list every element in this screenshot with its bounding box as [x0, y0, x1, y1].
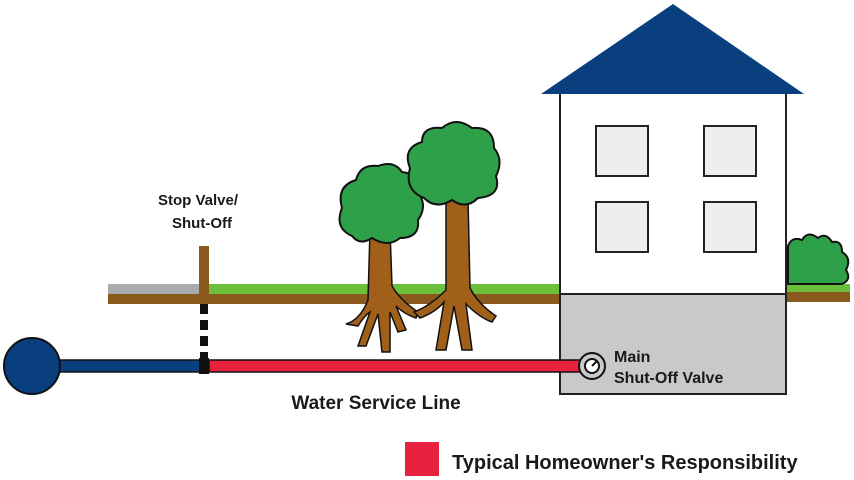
- bush: [787, 233, 850, 285]
- window-top-right: [703, 125, 757, 177]
- soil-left: [108, 294, 560, 304]
- window-top-left: [595, 125, 649, 177]
- soil-right: [786, 292, 850, 302]
- stop-valve-riser: [200, 304, 208, 360]
- main-shutoff-valve-icon: [578, 352, 606, 380]
- stop-valve-label-line2: Shut-Off: [172, 215, 233, 232]
- tree-right: [406, 121, 501, 351]
- utility-pipe: [39, 359, 205, 373]
- main-valve-label-line1: Main: [614, 349, 650, 366]
- main-valve-label-line2: Shut-Off Valve: [614, 370, 723, 387]
- stop-valve-junction: [199, 358, 209, 374]
- legend-label: Typical Homeowner's Responsibility: [452, 452, 798, 474]
- sidewalk: [108, 284, 204, 294]
- grass-right: [786, 284, 850, 292]
- legend-swatch: [405, 442, 439, 476]
- stop-valve-label-line1: Stop Valve/: [158, 192, 239, 209]
- stop-valve-post: [199, 246, 209, 294]
- window-bottom-left: [595, 201, 649, 253]
- house-body: [559, 91, 787, 295]
- water-main: [3, 337, 61, 395]
- tree-left: [338, 163, 424, 353]
- homeowner-pipe: [208, 359, 586, 373]
- service-line-label: Water Service Line: [291, 393, 460, 414]
- window-bottom-right: [703, 201, 757, 253]
- house-roof: [541, 4, 804, 94]
